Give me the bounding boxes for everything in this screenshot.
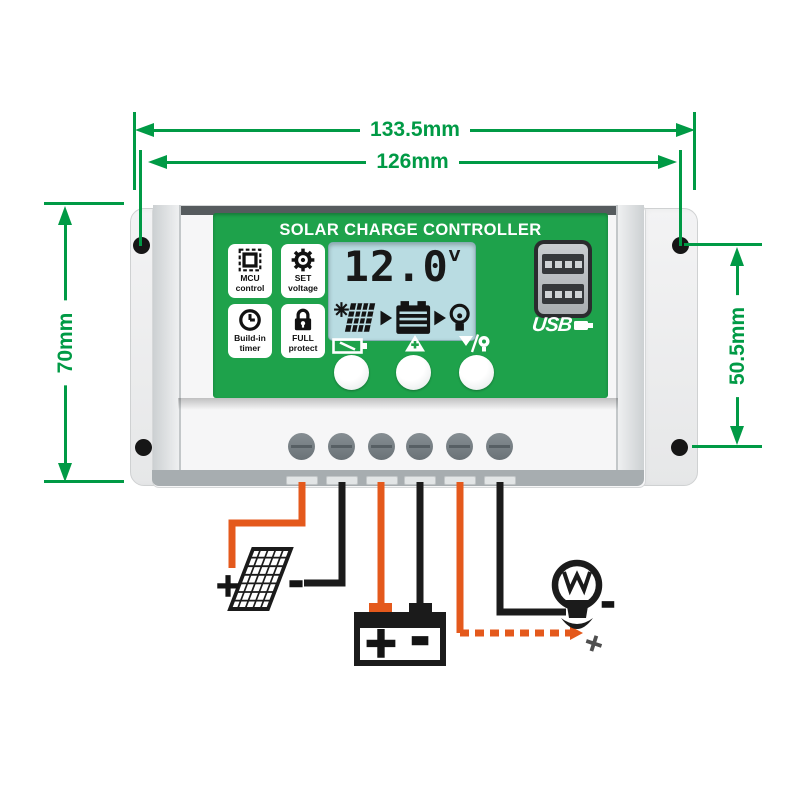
button-load xyxy=(459,355,494,390)
tick-mark xyxy=(44,480,124,483)
wire-slot xyxy=(484,476,516,485)
solar-panel xyxy=(227,547,294,611)
extension-line xyxy=(139,150,142,246)
overall-height-label: 70mm xyxy=(54,300,78,386)
lcd-voltage-unit: V xyxy=(448,247,461,265)
wire-slot xyxy=(326,476,358,485)
battery-plus-sign: + xyxy=(363,618,398,667)
battery-status-icon xyxy=(332,338,367,354)
body-bottom-edge xyxy=(152,470,644,486)
feature-badge-set-voltage: SET voltage xyxy=(281,244,325,298)
button-up xyxy=(396,355,431,390)
flow-arrow-icon xyxy=(380,310,393,326)
lcd-display: 12.0 V xyxy=(328,242,476,341)
terminal-screw xyxy=(368,433,395,460)
wire-solar-negative xyxy=(304,482,346,587)
mount-screw-hole xyxy=(135,439,152,456)
wire-slot xyxy=(444,476,476,485)
tick-mark xyxy=(684,243,762,246)
dimension-overall-width: 133.5mm xyxy=(135,118,695,142)
arrow-left-icon xyxy=(135,123,154,137)
dimension-hole-width: 126mm xyxy=(148,150,678,174)
feature-badge-protect: FULL protect xyxy=(281,304,325,358)
load-control-icon xyxy=(459,334,490,353)
wire-load-negative xyxy=(496,482,566,616)
arrow-left-icon xyxy=(148,155,167,169)
usb-port-bottom xyxy=(542,284,584,304)
usb-ports xyxy=(534,240,592,318)
wire-arrow-tip xyxy=(570,626,583,640)
solar-plus-sign: + xyxy=(215,566,242,604)
flow-arrow-icon xyxy=(434,310,446,326)
usb-label: USB xyxy=(528,314,600,337)
arrow-down-icon xyxy=(730,426,744,445)
mount-screw-hole xyxy=(671,439,688,456)
bulb-icon xyxy=(449,303,470,331)
usb-plug-icon xyxy=(574,321,594,330)
overall-width-label: 133.5mm xyxy=(360,118,470,142)
button-battery-select xyxy=(334,355,369,390)
terminal-screw xyxy=(446,433,473,460)
lcd-voltage-value: 12.0 xyxy=(343,242,449,291)
hole-height-label: 50.5mm xyxy=(726,294,750,398)
clock-icon xyxy=(239,309,261,331)
product-title: SOLAR CHARGE CONTROLLER xyxy=(279,221,542,239)
arrow-up-icon xyxy=(58,206,72,225)
hole-width-label: 126mm xyxy=(366,150,459,174)
load-plus-sign: + xyxy=(580,627,608,660)
body-top-seam xyxy=(178,206,618,215)
solar-minus-sign: - xyxy=(288,560,304,604)
tick-mark xyxy=(44,202,124,205)
arrow-right-icon xyxy=(676,123,695,137)
wire-slot xyxy=(366,476,398,485)
extension-line xyxy=(679,150,682,246)
mcu-chip-icon xyxy=(238,248,262,272)
feature-badge-timer: Build-in timer xyxy=(228,304,272,358)
arrow-up-icon xyxy=(730,247,744,266)
arrow-down-icon xyxy=(58,463,72,482)
gear-icon xyxy=(291,248,315,272)
terminal-screw xyxy=(486,433,513,460)
terminal-screw xyxy=(288,433,315,460)
extension-line xyxy=(133,112,136,190)
solar-panel-icon xyxy=(344,303,376,332)
battery-icon xyxy=(396,301,431,334)
extension-line xyxy=(693,112,696,190)
mounting-flange-right xyxy=(636,208,698,486)
terminal-screw xyxy=(406,433,433,460)
wire-slot xyxy=(286,476,318,485)
light-bulb xyxy=(551,559,603,629)
lcd-flow-icons xyxy=(334,301,470,334)
arrow-right-icon xyxy=(658,155,678,169)
terminal-screw xyxy=(328,433,355,460)
lock-icon xyxy=(294,308,312,331)
load-minus-sign: - xyxy=(601,583,616,624)
wire-slot xyxy=(404,476,436,485)
usb-port-top xyxy=(542,254,584,274)
wire-solar-positive xyxy=(228,482,306,568)
battery-minus-sign: - xyxy=(410,611,429,665)
charge-up-icon xyxy=(405,335,425,352)
tick-mark xyxy=(692,445,762,448)
feature-badge-mcu: MCU control xyxy=(228,244,272,298)
battery xyxy=(354,603,446,666)
